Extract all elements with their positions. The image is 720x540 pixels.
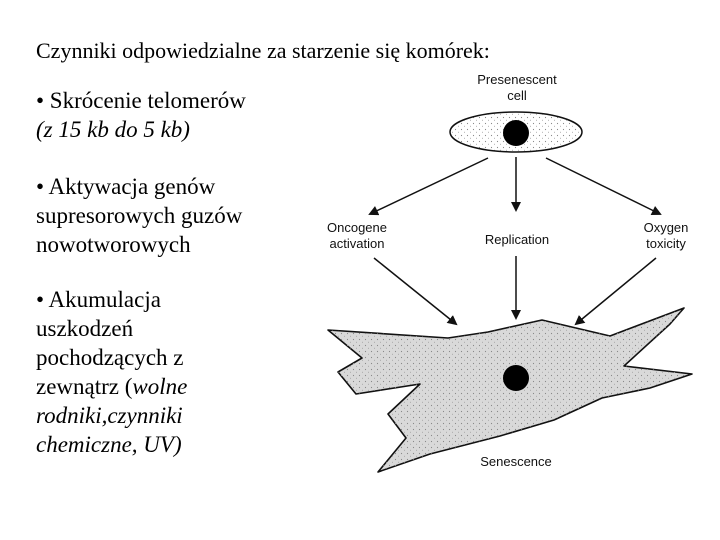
arrow-oncogene-to-senescence: [373, 257, 458, 326]
bullet-line-italic: (z 15 kb do 5 kb): [36, 117, 190, 142]
bullet-line: nowotworowych: [36, 232, 191, 257]
bullet-line-mixed: zewnątrz (wolne: [36, 372, 306, 401]
senescence-label: Senescence: [480, 454, 552, 469]
senescence-diagram: Presenescent cell Oncogene activation Re…: [310, 62, 712, 482]
arrow-to-oncogene: [368, 157, 489, 216]
bullet-text: zewnątrz (: [36, 374, 133, 399]
bullet-text-italic: wolne: [132, 374, 188, 399]
presenescent-label: Presenescent cell: [466, 72, 568, 104]
label-line: activation: [329, 236, 385, 251]
oncogene-label: Oncogene activation: [314, 220, 400, 252]
bullet-line: uszkodzeń: [36, 316, 134, 341]
label-line: cell: [507, 88, 527, 103]
bullet-line: • Aktywacja genów: [36, 174, 216, 199]
senescent-nucleus: [503, 365, 529, 391]
diagram-graphics: [327, 111, 693, 473]
bullet-line: • Akumulacja: [36, 287, 161, 312]
senescent-cell: [327, 307, 693, 473]
bullet-damage: • Akumulacja uszkodzeń pochodzących z ze…: [36, 285, 306, 459]
bullet-line-italic: chemiczne, UV): [36, 432, 182, 457]
arrow-oxygen-to-senescence: [574, 257, 657, 326]
bullet-line: • Skrócenie telomerów: [36, 88, 246, 113]
bullet-line: supresorowych guzów: [36, 203, 243, 228]
bullet-telomeres: • Skrócenie telomerów (z 15 kb do 5 kb): [36, 86, 306, 144]
oxygen-label: Oxygen toxicity: [630, 220, 702, 252]
label-line: Oncogene: [327, 220, 387, 235]
arrow-to-oxygen: [545, 157, 662, 215]
label-line: toxicity: [646, 236, 686, 251]
presenescent-nucleus: [503, 120, 529, 146]
slide-title: Czynniki odpowiedzialne za starzenie się…: [36, 38, 490, 63]
replication-label: Replication: [484, 232, 550, 247]
bullet-line: pochodzących z: [36, 345, 184, 370]
label-line: Oxygen: [643, 220, 689, 235]
label-line: Presenescent: [477, 72, 557, 87]
bullet-list: • Skrócenie telomerów (z 15 kb do 5 kb) …: [36, 86, 306, 487]
bullet-genes: • Aktywacja genów supresorowych guzów no…: [36, 172, 306, 259]
presenescent-cell: [449, 111, 583, 153]
bullet-line-italic: rodniki,czynniki: [36, 403, 183, 428]
